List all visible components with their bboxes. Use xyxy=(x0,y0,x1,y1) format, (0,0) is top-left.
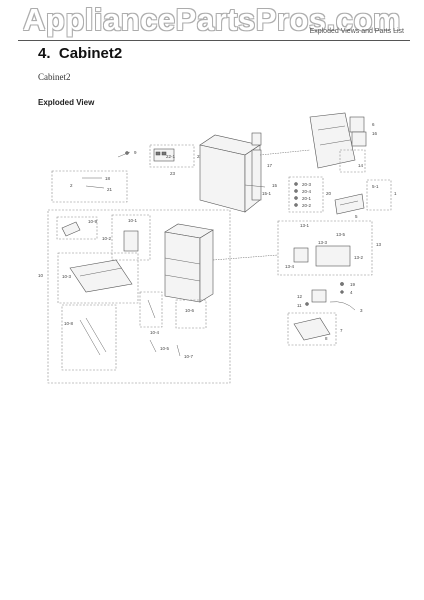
part-group-bottom-right: 19 4 12 11 3 7 8 xyxy=(287,282,363,346)
callout-13-3: 13-3 xyxy=(318,240,328,245)
callout-3: 3 xyxy=(360,308,363,313)
callout-10-3: 10-3 xyxy=(62,274,72,279)
part-group-18: 18 2 21 xyxy=(51,170,128,203)
callout-10-9: 10-9 xyxy=(88,219,98,224)
callout-8: 8 xyxy=(325,336,328,341)
callout-20-3: 20-3 xyxy=(302,182,312,187)
callout-10-4: 10-4 xyxy=(150,330,160,335)
callout-7: 7 xyxy=(340,328,343,333)
part-group-22: 22-1 22 23 xyxy=(149,144,203,176)
part-group-10: 10 10-9 10-1 10-2 10-3 10-4 10-6 10-5 10… xyxy=(38,209,231,384)
header-rule xyxy=(18,40,410,41)
callout-16: 16 xyxy=(372,131,378,136)
callout-14: 14 xyxy=(358,163,364,168)
section-number: 4. xyxy=(38,45,51,62)
callout-21: 21 xyxy=(107,187,113,192)
callout-13: 13 xyxy=(376,242,382,247)
callout-13-5: 13-5 xyxy=(336,232,346,237)
callout-13-1: 13-1 xyxy=(300,223,310,228)
callout-5-1: 5-1 xyxy=(372,184,379,189)
part-group-5: 5 5-1 1 xyxy=(334,179,397,219)
callout-13-2: 13-2 xyxy=(354,255,364,260)
part-group-20: 20-3 20-4 20-1 20-2 20 xyxy=(288,176,332,213)
callout-22-1: 22-1 xyxy=(166,154,176,159)
callout-4: 4 xyxy=(350,290,353,295)
callout-5: 5 xyxy=(355,214,358,219)
back-panel-group: 6 16 14 xyxy=(309,112,378,173)
cabinet-shell: 17 15 15-1 xyxy=(199,132,278,213)
part-group-13: 13 13-1 13-5 13-3 13-4 13-2 xyxy=(277,220,382,276)
callout-6: 6 xyxy=(372,122,375,127)
section-subtitle: Cabinet2 xyxy=(38,72,71,82)
callout-12: 12 xyxy=(297,294,303,299)
callout-10-6: 10-6 xyxy=(185,308,195,313)
callout-20: 20 xyxy=(326,191,332,196)
callout-23: 23 xyxy=(170,171,176,176)
callout-1: 1 xyxy=(394,191,397,196)
callout-9: 9 xyxy=(134,150,137,155)
callout-10-5: 10-5 xyxy=(160,346,170,351)
callout-19: 19 xyxy=(350,282,356,287)
callout-10-7: 10-7 xyxy=(184,354,194,359)
exploded-view-heading: Exploded View xyxy=(38,98,95,107)
callout-15: 15 xyxy=(272,183,278,188)
watermark-logo: AppliancePartsPros.com xyxy=(23,2,401,37)
callout-20-4: 20-4 xyxy=(302,189,312,194)
header-note: Exploded Views and Parts List xyxy=(309,28,404,35)
callout-10-2: 10-2 xyxy=(102,236,112,241)
part-group-9: 9 xyxy=(117,150,137,158)
callout-2: 2 xyxy=(70,183,73,188)
callout-17: 17 xyxy=(267,163,273,168)
callout-10-1: 10-1 xyxy=(128,218,138,223)
callout-18: 18 xyxy=(105,176,111,181)
callout-20-2: 20-2 xyxy=(302,203,312,208)
section-title: 4. Cabinet2 xyxy=(38,45,122,62)
callout-20-1: 20-1 xyxy=(302,196,312,201)
section-name: Cabinet2 xyxy=(58,45,123,62)
leader-lines xyxy=(212,149,311,261)
callout-10: 10 xyxy=(38,273,44,278)
callout-10-8: 10-8 xyxy=(64,321,74,326)
callout-15-1: 15-1 xyxy=(262,191,272,196)
callout-11: 11 xyxy=(297,303,302,308)
callout-13-4: 13-4 xyxy=(285,264,295,269)
